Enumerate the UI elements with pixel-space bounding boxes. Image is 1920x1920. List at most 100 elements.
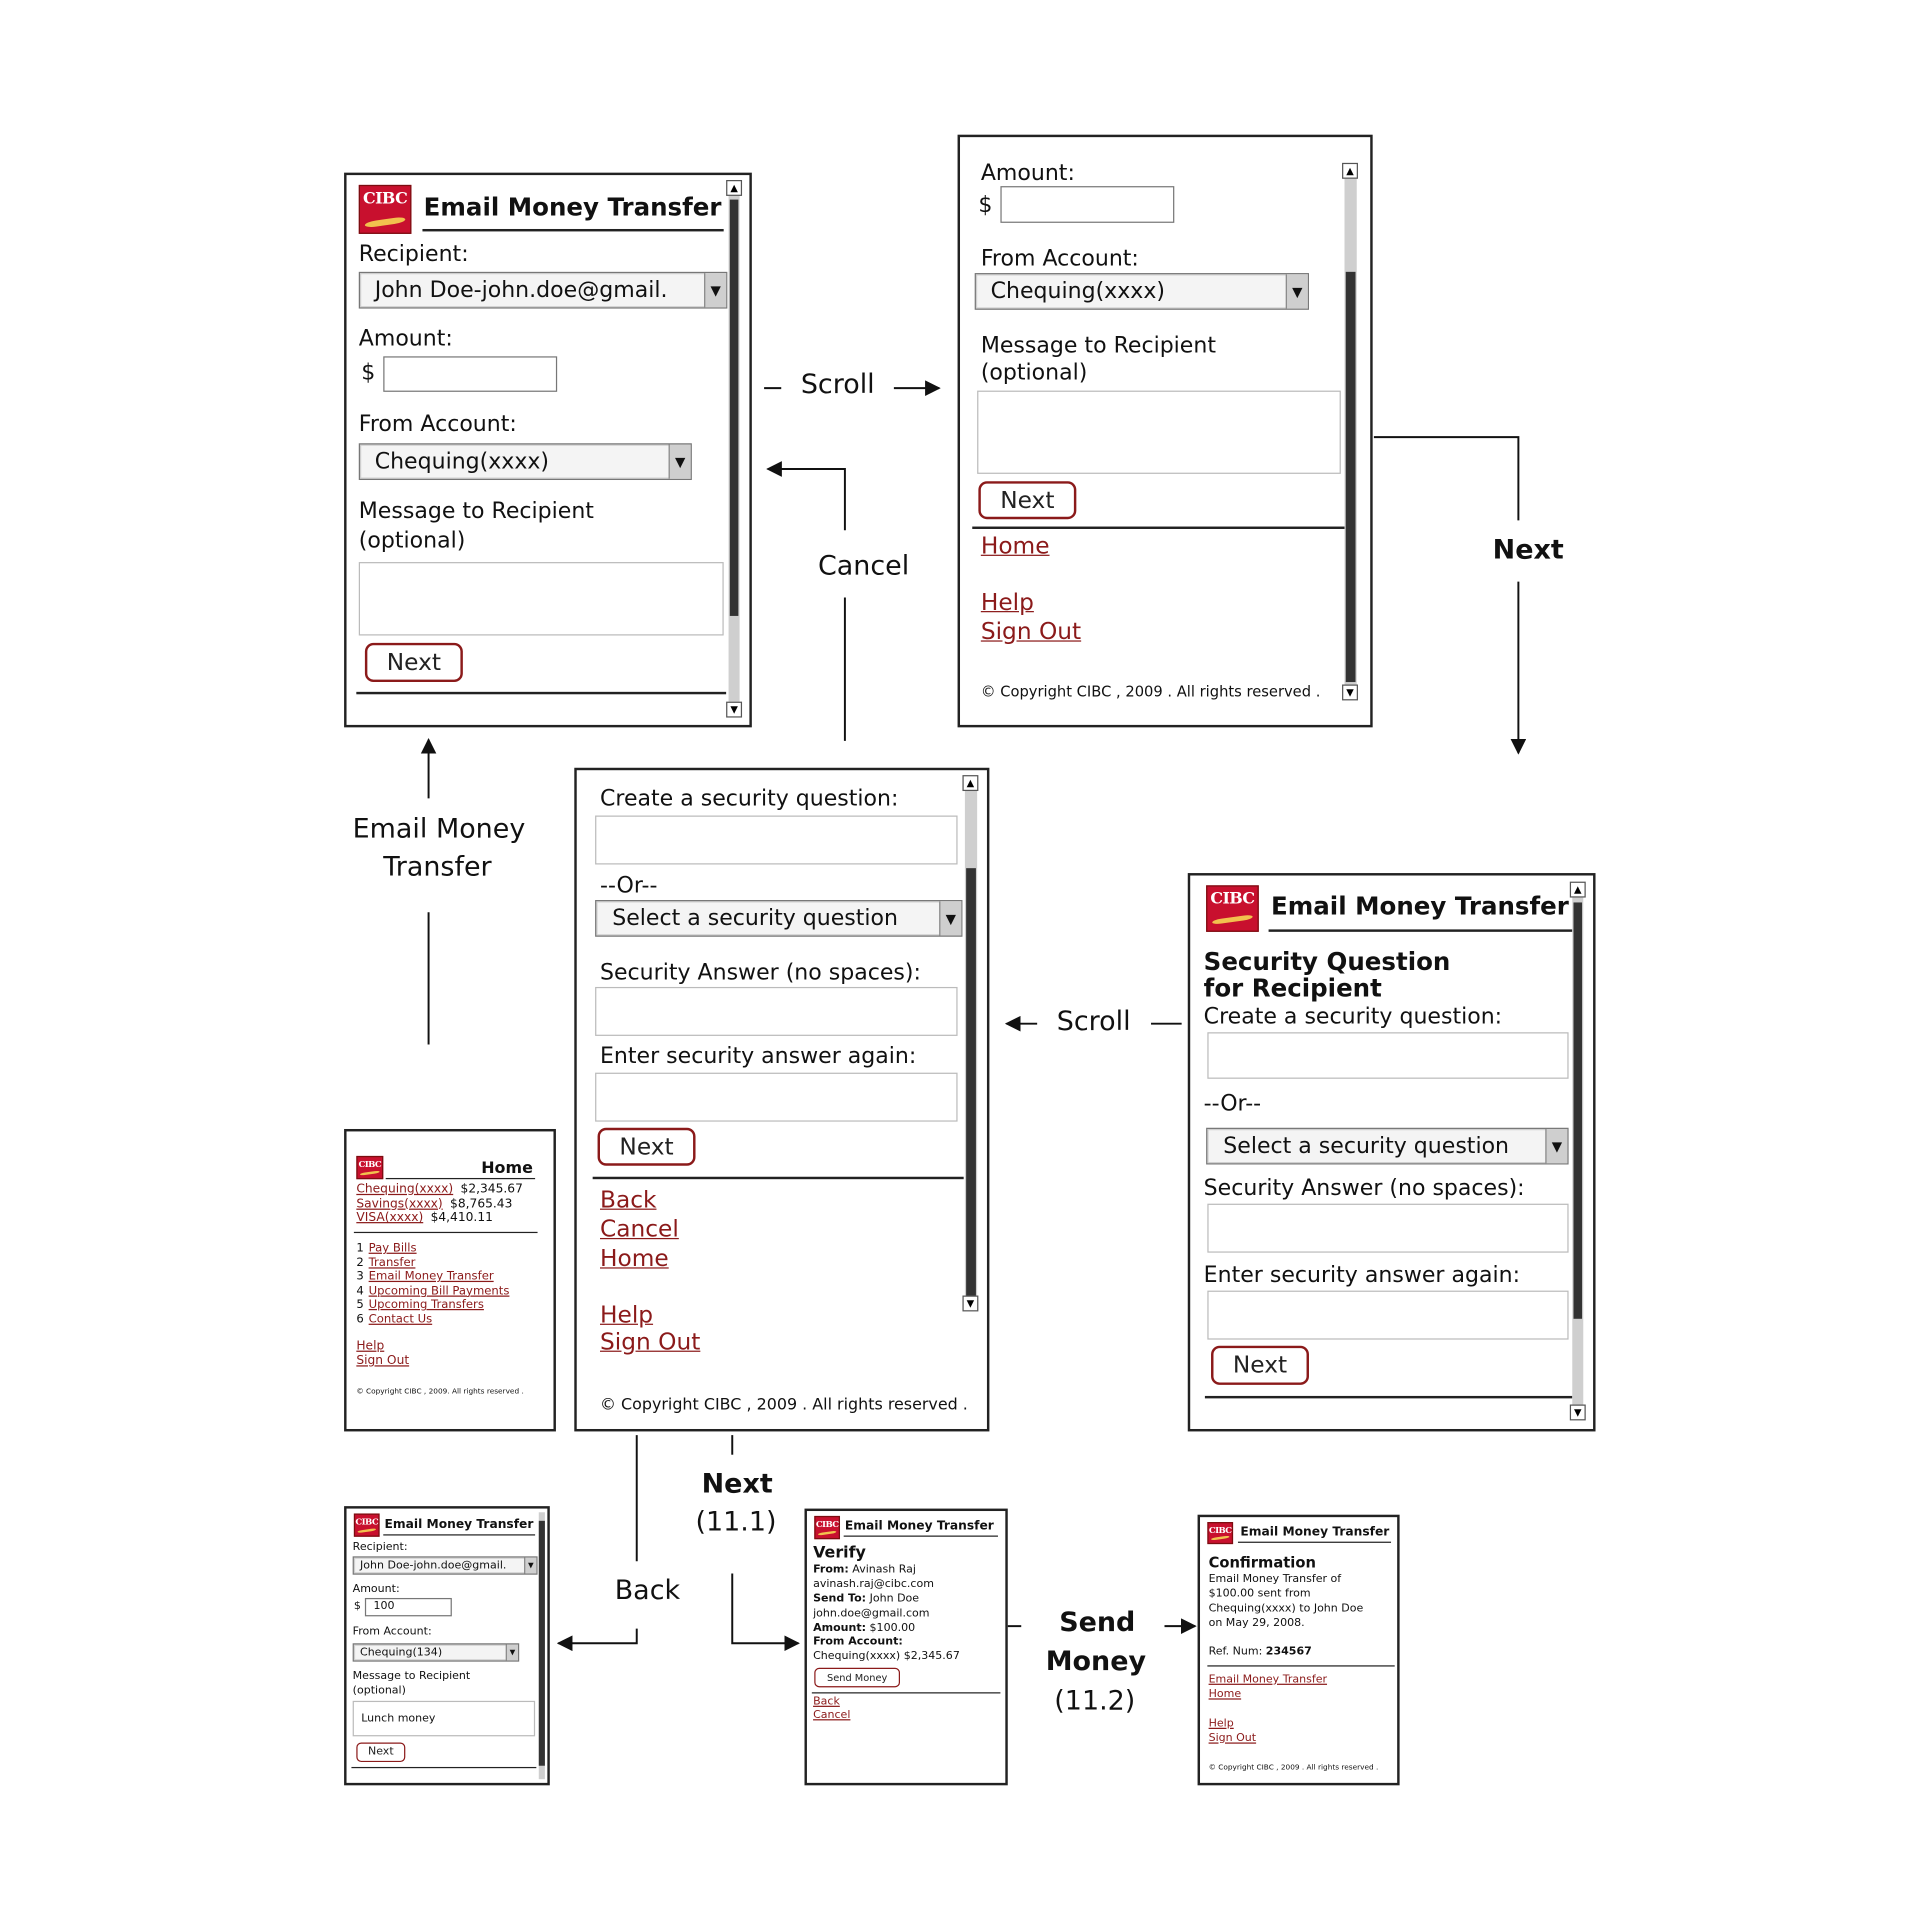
from-account-select[interactable]: Chequing(xxxx) ▼ bbox=[974, 273, 1309, 310]
scroll-down-icon[interactable]: ▼ bbox=[1342, 684, 1358, 701]
message-optional-label: (optional) bbox=[980, 360, 1088, 386]
security-answer-input[interactable] bbox=[1207, 1203, 1569, 1253]
copyright-text: © Copyright CIBC , 2009 . All rights res… bbox=[980, 683, 1321, 701]
back-link[interactable]: Back bbox=[600, 1186, 657, 1214]
menu-number: 2 bbox=[356, 1255, 364, 1270]
send-money-button[interactable]: Send Money bbox=[814, 1667, 901, 1688]
cancel-link[interactable]: Cancel bbox=[813, 1709, 851, 1722]
amount-input[interactable] bbox=[383, 356, 558, 392]
sign-out-link[interactable]: Sign Out bbox=[356, 1354, 410, 1368]
account-link[interactable]: Chequing(xxxx) bbox=[356, 1182, 454, 1197]
menu-link[interactable]: Upcoming Bill Payments bbox=[368, 1283, 510, 1298]
scroll-up-icon[interactable]: ▲ bbox=[1569, 881, 1586, 898]
scrollbar-thumb[interactable] bbox=[538, 1520, 545, 1766]
home-link[interactable]: Home bbox=[980, 532, 1050, 560]
screen-confirmation: CIBC Email Money Transfer Confirmation E… bbox=[1197, 1514, 1400, 1786]
next-button[interactable]: Next bbox=[1211, 1345, 1309, 1385]
cibc-logo: CIBC bbox=[1207, 1522, 1234, 1545]
page-title: Email Money Transfer bbox=[844, 1519, 994, 1534]
security-answer-label: Security Answer (no spaces): bbox=[600, 960, 921, 986]
next-button[interactable]: Next bbox=[356, 1742, 406, 1763]
screen-email-money-transfer-filled: CIBC Email Money Transfer Recipient: Joh… bbox=[344, 1506, 550, 1786]
scroll-down-icon[interactable]: ▼ bbox=[726, 701, 743, 718]
message-textarea[interactable] bbox=[358, 562, 724, 636]
chevron-down-icon: ▼ bbox=[668, 444, 691, 479]
menu-link[interactable]: Transfer bbox=[368, 1255, 416, 1270]
account-row: Chequing(xxxx)$2,345.67 bbox=[356, 1183, 523, 1196]
scroll-up-icon[interactable]: ▲ bbox=[962, 775, 979, 792]
message-optional-label: (optional) bbox=[352, 1684, 406, 1698]
security-answer-input[interactable] bbox=[595, 986, 958, 1036]
scroll-down-icon[interactable]: ▼ bbox=[962, 1295, 979, 1312]
home-link[interactable]: Home bbox=[1208, 1688, 1242, 1701]
email-money-transfer-link[interactable]: Email Money Transfer bbox=[1208, 1673, 1328, 1687]
amount-input[interactable]: 100 bbox=[364, 1597, 452, 1617]
from-account-select[interactable]: Chequing(134) ▼ bbox=[352, 1643, 520, 1662]
sign-out-link[interactable]: Sign Out bbox=[980, 618, 1082, 646]
chevron-down-icon: ▼ bbox=[1285, 274, 1308, 309]
next-button[interactable]: Next bbox=[978, 481, 1077, 520]
copyright-text: © Copyright CIBC , 2009 . All rights res… bbox=[600, 1395, 968, 1415]
security-question-select[interactable]: Select a security question ▼ bbox=[595, 900, 963, 937]
message-textarea[interactable]: Lunch money bbox=[352, 1700, 536, 1737]
help-link[interactable]: Help bbox=[980, 588, 1034, 616]
chevron-down-icon: ▼ bbox=[939, 901, 962, 936]
help-link[interactable]: Help bbox=[600, 1301, 654, 1329]
confirm-answer-label: Enter security answer again: bbox=[1203, 1262, 1521, 1289]
scroll-up-icon[interactable]: ▲ bbox=[1342, 162, 1358, 179]
help-link[interactable]: Help bbox=[1208, 1717, 1234, 1731]
message-label: Message to Recipient bbox=[358, 498, 594, 525]
security-question-input[interactable] bbox=[1207, 1032, 1569, 1079]
confirm-answer-input[interactable] bbox=[595, 1072, 958, 1122]
confirmation-line-2: $100.00 sent from bbox=[1208, 1588, 1311, 1601]
security-answer-label: Security Answer (no spaces): bbox=[1203, 1175, 1525, 1202]
account-balance: $8,765.43 bbox=[450, 1196, 513, 1211]
scrollbar-thumb[interactable] bbox=[729, 199, 739, 616]
from-account-select[interactable]: Chequing(xxxx) ▼ bbox=[358, 443, 692, 481]
menu-number: 1 bbox=[356, 1241, 364, 1256]
sign-out-link[interactable]: Sign Out bbox=[1208, 1732, 1257, 1745]
currency-symbol: $ bbox=[978, 192, 993, 218]
sign-out-link[interactable]: Sign Out bbox=[600, 1328, 701, 1356]
scrollbar-thumb[interactable] bbox=[1345, 271, 1356, 683]
cibc-logo: CIBC bbox=[1206, 885, 1259, 932]
back-link[interactable]: Back bbox=[813, 1695, 840, 1709]
scroll-up-icon[interactable]: ▲ bbox=[726, 180, 743, 196]
page-title: Email Money Transfer bbox=[423, 192, 722, 222]
home-link[interactable]: Home bbox=[600, 1245, 669, 1273]
confirm-answer-label: Enter security answer again: bbox=[600, 1043, 917, 1069]
screen-verify: CIBC Email Money Transfer Verify From: A… bbox=[804, 1508, 1008, 1786]
message-textarea[interactable] bbox=[977, 390, 1341, 474]
create-question-label: Create a security question: bbox=[1203, 1004, 1503, 1030]
menu-link[interactable]: Email Money Transfer bbox=[368, 1269, 494, 1284]
next-button[interactable]: Next bbox=[597, 1127, 696, 1166]
flow-label-send-ref: (11.2) bbox=[1054, 1686, 1136, 1717]
security-question-select[interactable]: Select a security question ▼ bbox=[1206, 1127, 1569, 1165]
amount-line: Amount: $100.00 bbox=[813, 1622, 916, 1635]
scrollbar-thumb[interactable] bbox=[1573, 902, 1583, 1319]
message-optional-label: (optional) bbox=[358, 527, 466, 554]
cancel-link[interactable]: Cancel bbox=[600, 1215, 679, 1243]
account-link[interactable]: VISA(xxxx) bbox=[356, 1211, 424, 1225]
menu-link[interactable]: Upcoming Transfers bbox=[368, 1297, 484, 1312]
menu-link[interactable]: Contact Us bbox=[368, 1312, 433, 1326]
chevron-down-icon: ▼ bbox=[505, 1644, 518, 1661]
screen-security-question: CIBC Email Money Transfer Security Quest… bbox=[1187, 873, 1596, 1432]
scrollbar-thumb[interactable] bbox=[966, 868, 976, 1297]
menu-link[interactable]: Pay Bills bbox=[368, 1241, 417, 1256]
recipient-select[interactable]: John Doe-john.doe@gmail. ▼ bbox=[352, 1556, 538, 1575]
recipient-label: Recipient: bbox=[352, 1541, 408, 1554]
help-link[interactable]: Help bbox=[356, 1339, 385, 1354]
menu-number: 3 bbox=[356, 1269, 364, 1284]
amount-input[interactable] bbox=[1000, 186, 1175, 223]
recipient-select[interactable]: John Doe-john.doe@gmail. ▼ bbox=[358, 271, 728, 309]
next-button[interactable]: Next bbox=[364, 642, 463, 683]
security-question-input[interactable] bbox=[595, 815, 958, 865]
confirm-answer-input[interactable] bbox=[1207, 1290, 1569, 1340]
scroll-down-icon[interactable]: ▼ bbox=[1569, 1404, 1586, 1421]
section-heading-line2: for Recipient bbox=[1203, 973, 1382, 1003]
cibc-logo: CIBC bbox=[358, 184, 412, 234]
account-link[interactable]: Savings(xxxx) bbox=[356, 1196, 443, 1211]
